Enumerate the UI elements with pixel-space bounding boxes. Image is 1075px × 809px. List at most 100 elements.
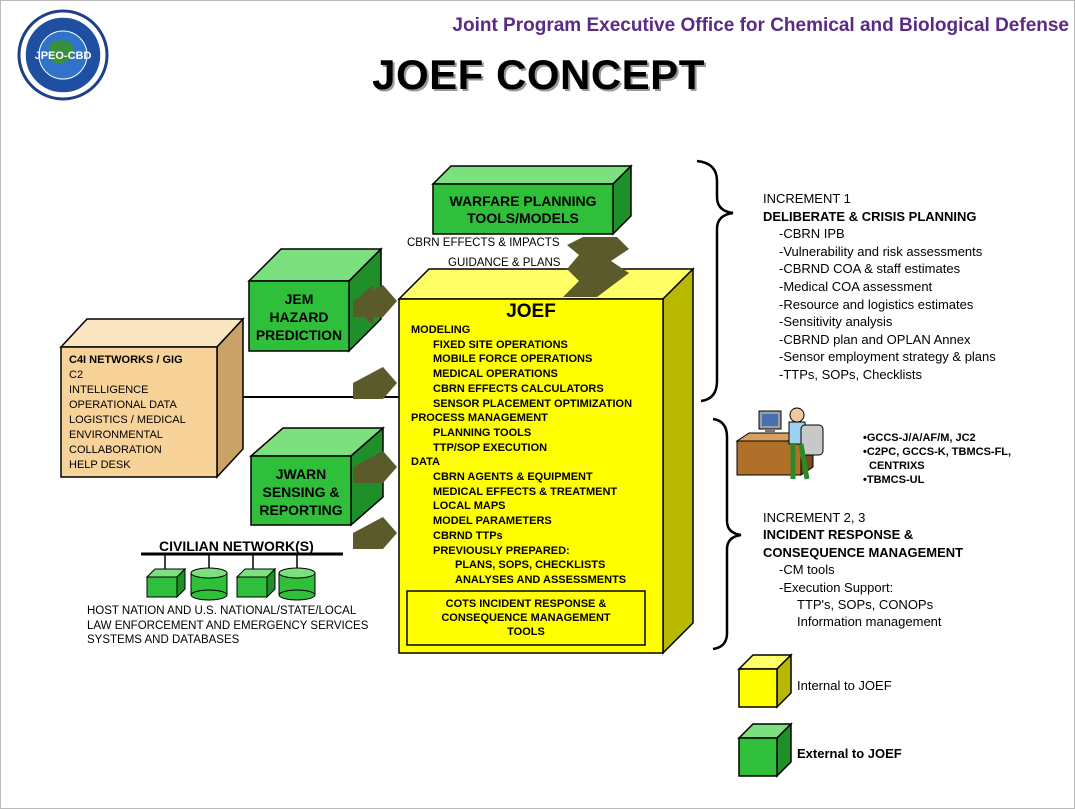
joef-box: [397, 267, 695, 655]
c4i-item: OPERATIONAL DATA: [69, 399, 177, 411]
joef-line: MODEL PARAMETERS: [433, 515, 552, 528]
joef-line: PLANS, SOPS, CHECKLISTS: [455, 559, 606, 572]
arrow-warfare-joef: [563, 237, 629, 297]
jwarn-cube: [249, 426, 385, 527]
jwarn-line-1: JWARN: [275, 466, 327, 482]
warfare-planning-cube: [431, 164, 633, 236]
flow-arrows: [353, 237, 629, 549]
c4i-item: ENVIRONMENTAL: [69, 429, 163, 441]
increment1-brace: [696, 159, 734, 403]
increment1-item: -CBRN IPB: [779, 226, 845, 242]
c4i-box: [59, 317, 245, 479]
joef-line: TTP/SOP EXECUTION: [433, 441, 548, 454]
jwarn-line-2: SENSING &: [262, 484, 340, 500]
joef-line: DATA: [411, 456, 440, 469]
increment1-item: -Sensitivity analysis: [779, 314, 893, 330]
joef-line: MODELING: [411, 324, 471, 336]
database-cylinder-4: [278, 567, 316, 601]
civilian-caption-line: HOST NATION AND U.S. NATIONAL/STATE/LOCA…: [87, 605, 357, 617]
increment1-item: -CBRND plan and OPLAN Annex: [779, 331, 971, 347]
increment23-subitem: TTP's, SOPs, CONOPs: [797, 597, 934, 613]
warfare-line-1: WARFARE PLANNING: [449, 193, 597, 209]
cots-line-1: COTS INCIDENT RESPONSE &: [445, 598, 607, 610]
systems-item: •TBMCS-UL: [863, 474, 925, 486]
civilian-network: [141, 552, 343, 601]
civilian-caption-line: SYSTEMS AND DATABASES: [87, 634, 240, 646]
increment23-section: INCREMENT 2, 3 INCIDENT RESPONSE & CONSE…: [763, 509, 963, 631]
c4i-text: C4I NETWORKS / GIG C2 INTELLIGENCE OPERA…: [69, 353, 186, 473]
jem-line-1: JEM: [284, 291, 314, 307]
c4i-item: LOGISTICS / MEDICAL: [69, 414, 186, 426]
arrow-civilian-joef: [353, 517, 397, 549]
civilian-caption: HOST NATION AND U.S. NATIONAL/STATE/LOCA…: [87, 604, 368, 648]
jwarn-line-3: REPORTING: [259, 502, 343, 518]
logo-center-text: JPEO-CBD: [35, 50, 92, 62]
operator-desk-icon: [735, 407, 824, 480]
cots-label: COTS INCIDENT RESPONSE & CONSEQUENCE MAN…: [407, 597, 645, 639]
increment23-heading-line: INCIDENT RESPONSE &: [763, 527, 914, 543]
jem-line-2: HAZARD: [269, 309, 329, 325]
c4i-item: COLLABORATION: [69, 444, 162, 456]
civilian-caption-line: LAW ENFORCEMENT AND EMERGENCY SERVICES: [87, 619, 369, 632]
c4i-item: HELP DESK: [69, 459, 131, 471]
database-cylinder-2: [190, 567, 228, 601]
legend-external-cube: [737, 722, 793, 778]
effects-flow-label: CBRN EFFECTS & IMPACTS: [407, 237, 560, 249]
page-title: JOEF CONCEPT: [372, 51, 705, 98]
c4i-item: INTELLIGENCE: [69, 384, 149, 396]
civilian-network-title: CIVILIAN NETWORK(S): [159, 538, 314, 554]
increment23-subitem: Information management: [797, 614, 942, 630]
cots-line-2: CONSEQUENCE MANAGEMENT: [441, 612, 611, 624]
increment23-label: INCREMENT 2, 3: [763, 510, 866, 525]
jem-line-3: PREDICTION: [255, 327, 343, 343]
increment1-label: INCREMENT 1: [763, 191, 851, 206]
joef-line: MEDICAL OPERATIONS: [433, 368, 558, 381]
increment1-section: INCREMENT 1 DELIBERATE & CRISIS PLANNING…: [763, 190, 996, 384]
increment1-item: -Resource and logistics estimates: [779, 296, 974, 312]
joef-line: PROCESS MANAGEMENT: [411, 412, 548, 425]
legend-internal-cube: [737, 653, 793, 709]
legend-external-label: External to JOEF: [797, 746, 902, 761]
guidance-flow-label: GUIDANCE & PLANS: [448, 257, 561, 269]
systems-item: •GCCS-J/A/AF/M, JC2: [863, 432, 976, 444]
c4i-heading: C4I NETWORKS / GIG: [69, 354, 183, 366]
increment1-item: -Vulnerability and risk assessments: [779, 243, 983, 259]
increment23-item: -CM tools: [779, 562, 835, 578]
systems-item: •C2PC, GCCS-K, TBMCS-FL,: [863, 446, 1012, 458]
legend-internal-label: Internal to JOEF: [797, 678, 892, 693]
joef-line: SENSOR PLACEMENT OPTIMIZATION: [433, 397, 633, 410]
joef-line: MEDICAL EFFECTS & TREATMENT: [433, 485, 618, 498]
joef-line: PREVIOUSLY PREPARED:: [433, 544, 570, 557]
joef-title: JOEF: [506, 301, 556, 322]
increment23-heading-line: CONSEQUENCE MANAGEMENT: [763, 544, 964, 560]
database-cube-3: [235, 567, 277, 599]
org-header: Joint Program Executive Office for Chemi…: [452, 15, 1069, 36]
systems-list: •GCCS-J/A/AF/M, JC2 •C2PC, GCCS-K, TBMCS…: [863, 431, 1011, 487]
joef-line: ANALYSES AND ASSESSMENTS: [455, 573, 627, 586]
increment1-item: -Sensor employment strategy & plans: [779, 349, 996, 365]
jpeo-cbd-logo: JPEO-CBD: [17, 9, 109, 101]
joef-line: LOCAL MAPS: [433, 500, 506, 513]
c4i-item: C2: [69, 369, 84, 381]
cots-line-3: TOOLS: [507, 626, 545, 638]
warfare-planning-label: WARFARE PLANNING TOOLS/MODELS: [433, 193, 613, 227]
systems-item: CENTRIXS: [869, 460, 925, 472]
joef-line: FIXED SITE OPERATIONS: [433, 338, 568, 351]
increment1-list: -CBRN IPB-Vulnerability and risk assessm…: [763, 225, 996, 383]
increment23-brace: [712, 417, 742, 651]
increment1-item: -Medical COA assessment: [779, 278, 933, 294]
jwarn-label: JWARN SENSING & REPORTING: [251, 465, 351, 519]
joef-line: PLANNING TOOLS: [433, 426, 532, 439]
joef-line: CBRND TTPs: [433, 529, 503, 542]
joef-line: CBRN EFFECTS CALCULATORS: [433, 382, 604, 395]
arrow-c4i-joef: [353, 367, 397, 399]
warfare-line-2: TOOLS/MODELS: [467, 210, 579, 226]
increment1-heading: DELIBERATE & CRISIS PLANNING: [763, 208, 977, 224]
increment1-item: -TTPs, SOPs, Checklists: [779, 366, 923, 382]
increment1-item: -CBRND COA & staff estimates: [779, 261, 961, 277]
jem-label: JEM HAZARD PREDICTION: [249, 290, 349, 344]
joef-line: CBRN AGENTS & EQUIPMENT: [433, 471, 593, 484]
